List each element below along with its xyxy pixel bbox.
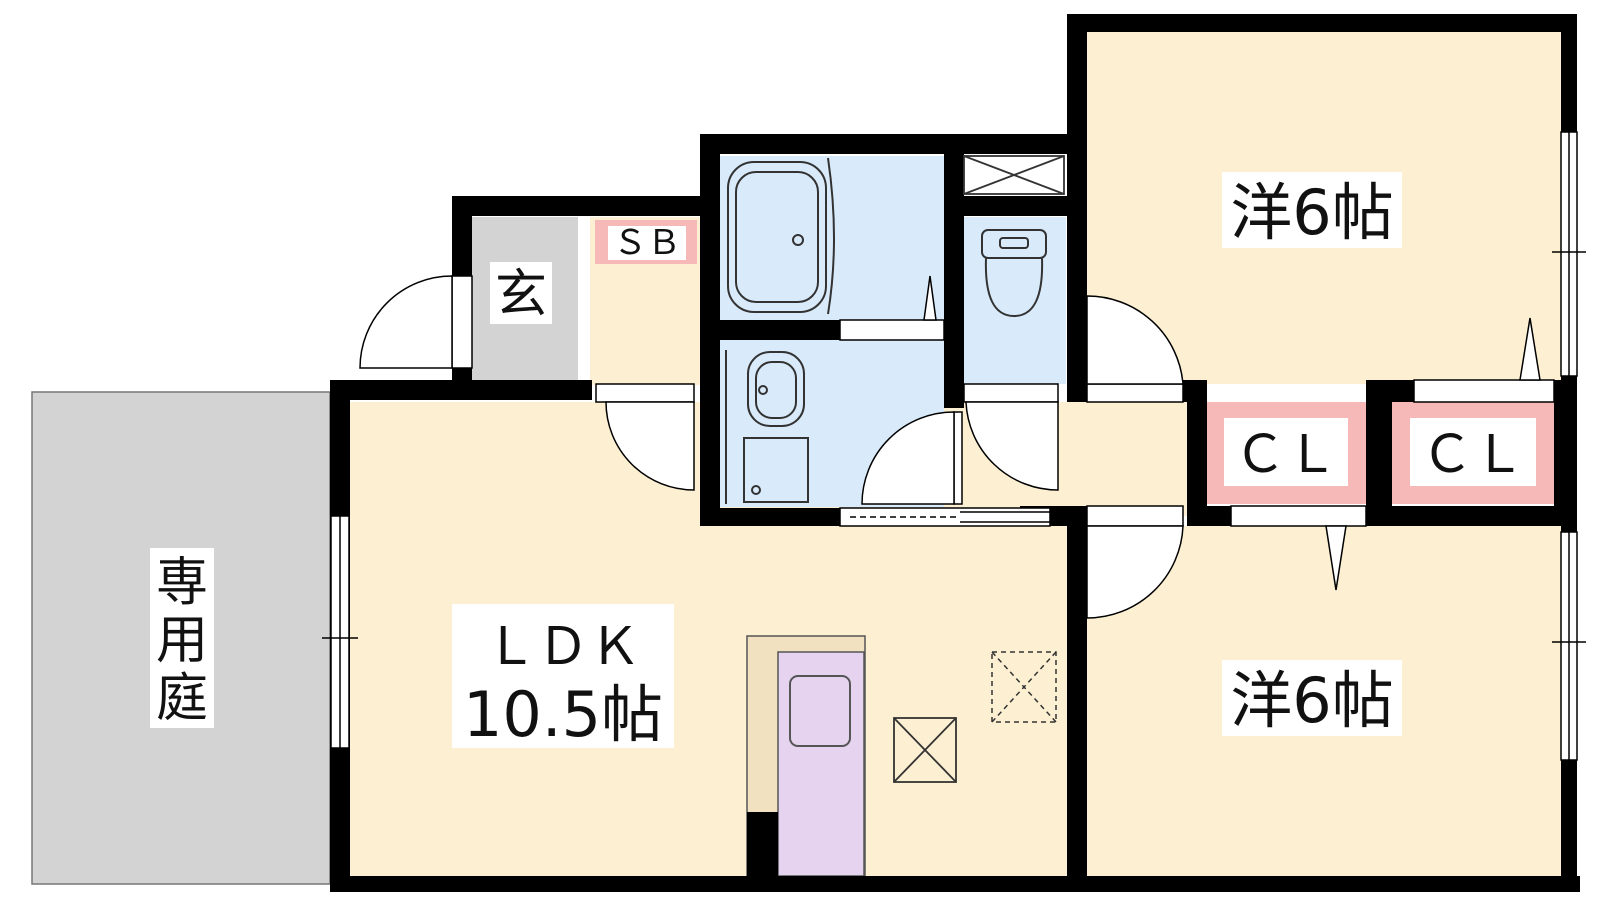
western-room-2-label-bg bbox=[1222, 660, 1402, 736]
kitchen-pillar bbox=[747, 812, 778, 876]
garden-label-3: 庭 bbox=[156, 669, 208, 729]
toilet-icon bbox=[981, 229, 1047, 318]
ldk-label-bg bbox=[452, 604, 674, 748]
western-room-1-label-bg bbox=[1222, 172, 1402, 248]
closet-2-inner bbox=[1410, 418, 1536, 486]
western-room-1-label: 洋6帖 bbox=[1230, 176, 1393, 249]
toilet-room bbox=[964, 217, 1066, 384]
garden-label-2: 用 bbox=[156, 611, 208, 671]
door-marks bbox=[923, 275, 1541, 591]
shoe-box-inner bbox=[608, 226, 686, 260]
bathtub-icon bbox=[727, 157, 835, 315]
closet-1-inner bbox=[1224, 418, 1348, 486]
utility-box-2 bbox=[991, 651, 1057, 723]
refrigerator-box bbox=[893, 717, 957, 783]
window-marks bbox=[322, 251, 1586, 643]
ldk-label-line2: 10.5帖 bbox=[463, 678, 663, 751]
entrance-label-bg bbox=[490, 262, 552, 324]
doors bbox=[359, 275, 1555, 619]
windows bbox=[330, 131, 1578, 761]
ldk-label-line1: ＬＤＫ bbox=[485, 617, 641, 677]
western-room-2-label: 洋6帖 bbox=[1230, 664, 1393, 737]
utility-box-1 bbox=[963, 155, 1065, 195]
stove-icon bbox=[789, 675, 851, 747]
shoe-box-label: ＳＢ bbox=[613, 223, 681, 263]
garden-label-1: 専 bbox=[156, 553, 208, 613]
bathroom bbox=[720, 156, 944, 321]
entrance-label: 玄 bbox=[495, 265, 547, 325]
washbasin-icon bbox=[725, 350, 809, 504]
closet-1-label: ＣＬ bbox=[1234, 425, 1338, 485]
garden-label-bg bbox=[150, 548, 214, 728]
closet-2-label: ＣＬ bbox=[1421, 425, 1525, 485]
